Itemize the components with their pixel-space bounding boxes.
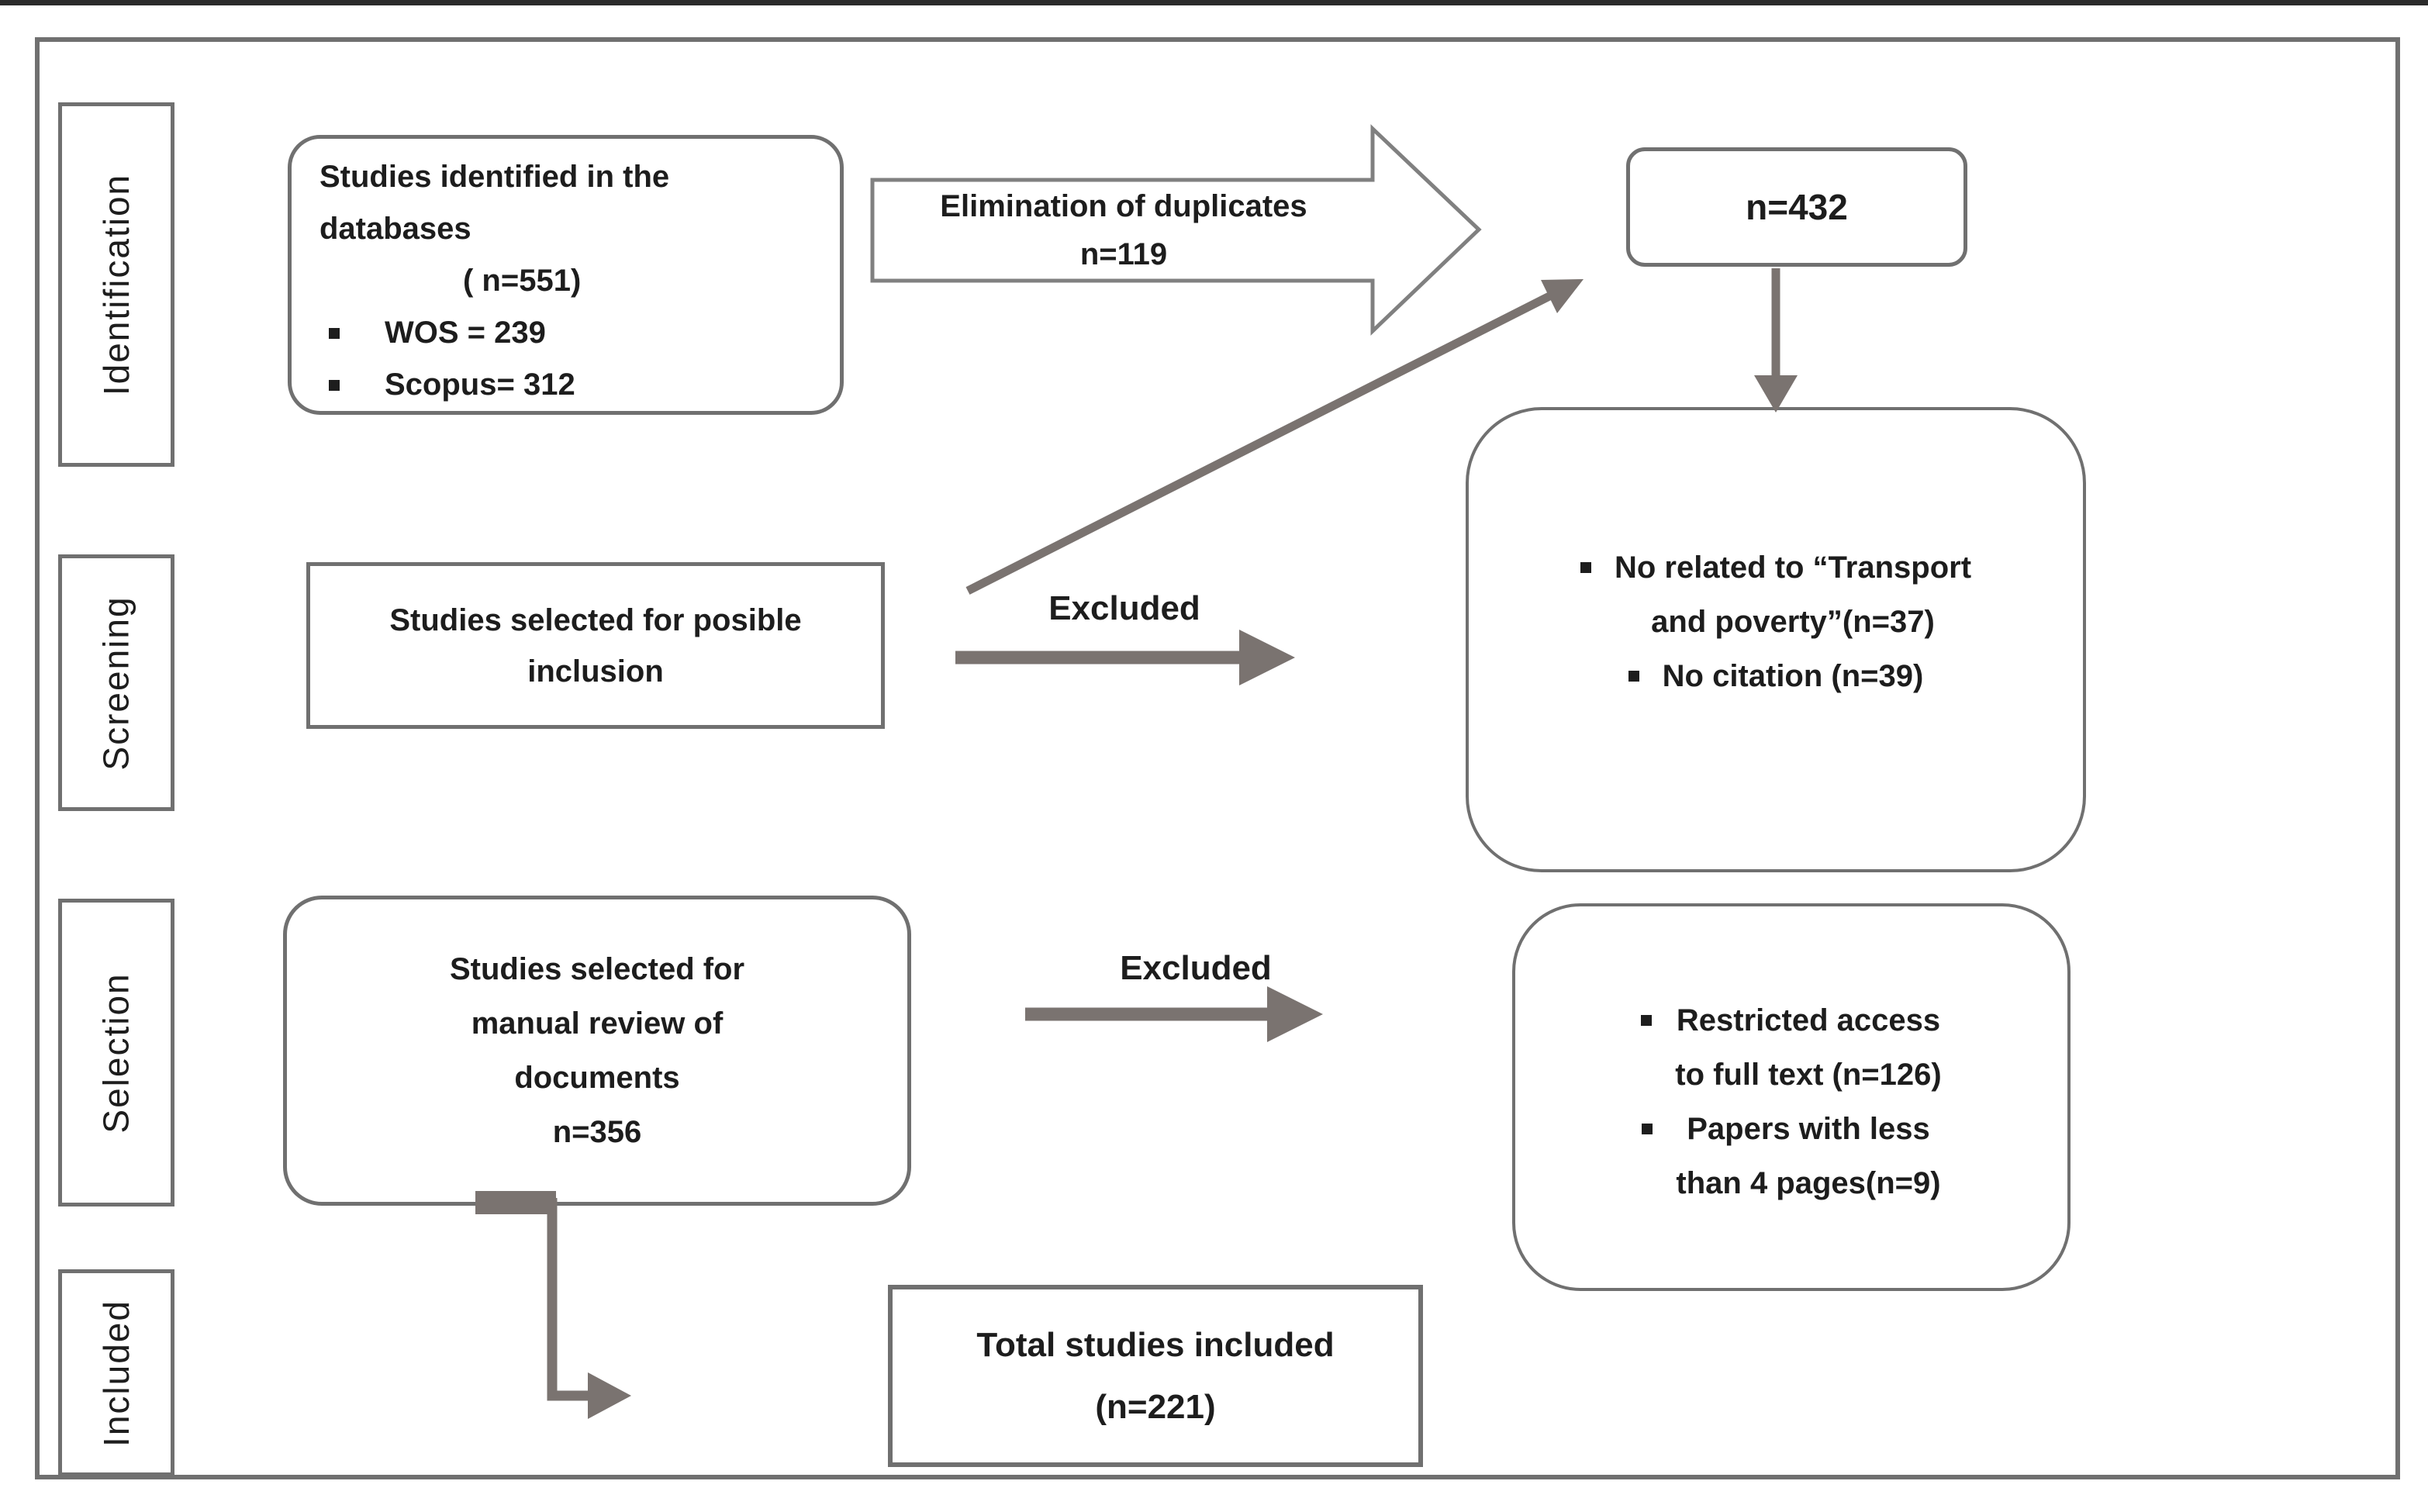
excluded-reason-2-line-2: than 4 pages(n=9) — [1676, 1166, 1941, 1200]
manual-review-line-4: n=356 — [552, 1115, 642, 1149]
stage-label-text: Screening — [96, 595, 137, 771]
manual-review-line-3: documents — [514, 1061, 680, 1095]
duplicates-arrow-label: Elimination of duplicates n=119 — [872, 178, 1375, 281]
total-included-line-1: Total studies included — [976, 1325, 1335, 1364]
identified-line-1: Studies identified in the — [319, 160, 670, 194]
stage-label-text: Included — [96, 1299, 137, 1447]
bullet-marker — [329, 327, 340, 339]
excluded-reason-1: Restricted access to full text (n=126) — [1675, 993, 1941, 1102]
bullet-marker — [1580, 562, 1591, 573]
bullet-marker — [1628, 671, 1639, 682]
excluded-reason-1: No related to “Transport and poverty”(n=… — [1615, 540, 1971, 649]
excluded-reason-1-line-2: to full text (n=126) — [1675, 1058, 1942, 1092]
bullet-marker — [1642, 1124, 1653, 1134]
screening-selected-box: Studies selected for posible inclusion — [306, 562, 885, 729]
excluded-reason-2: Papers with less than 4 pages(n=9) — [1676, 1102, 1940, 1210]
excluded-reason-2-line-1: Papers with less — [1687, 1112, 1930, 1146]
total-included-line-2: (n=221) — [1095, 1387, 1216, 1426]
after-duplicates-count-box: n=432 — [1626, 147, 1967, 267]
duplicates-arrow-line-1: Elimination of duplicates — [940, 188, 1307, 223]
identified-bullet-row: WOS = 239 — [319, 307, 826, 359]
identified-line-2: databases — [319, 212, 471, 246]
manual-review-line-2: manual review of — [471, 1006, 724, 1041]
stage-label-screening: Screening — [58, 554, 174, 811]
excluded-reason-row: No citation (n=39) — [1469, 649, 2083, 703]
identified-count: ( n=551) — [463, 264, 582, 298]
identified-bullet-scopus: Scopus= 312 — [385, 368, 575, 402]
studies-identified-box: Studies identified in the databases ( n=… — [288, 135, 844, 415]
stage-label-included: Included — [58, 1269, 174, 1476]
identified-bullet-wos: WOS = 239 — [385, 316, 546, 350]
excluded-reason-row: Restricted access to full text (n=126) — [1515, 993, 2067, 1102]
selection-excluded-label: Excluded — [1120, 949, 1272, 987]
excluded-reason-1-line-1: Restricted access — [1676, 1003, 1941, 1037]
manual-review-box: Studies selected for manual review of do… — [283, 896, 911, 1206]
stage-label-text: Selection — [96, 972, 137, 1134]
after-duplicates-count: n=432 — [1746, 187, 1848, 227]
screening-excluded-label: Excluded — [1048, 589, 1200, 627]
screening-line-2: inclusion — [527, 654, 664, 689]
stage-label-identification: Identification — [58, 102, 174, 467]
total-included-box: Total studies included (n=221) — [888, 1285, 1423, 1467]
stage-label-selection: Selection — [58, 899, 174, 1206]
excluded-reason-row: No related to “Transport and poverty”(n=… — [1469, 540, 2083, 649]
manual-review-line-1: Studies selected for — [449, 952, 745, 986]
page-top-rule — [0, 0, 2428, 5]
identified-bullet-row: Scopus= 312 — [319, 359, 826, 411]
screening-line-1: Studies selected for posible — [389, 602, 802, 637]
selection-excluded-reasons-box: Restricted access to full text (n=126) P… — [1512, 903, 2071, 1291]
excluded-reason-2: No citation (n=39) — [1662, 659, 1924, 693]
excluded-reason-row: Papers with less than 4 pages(n=9) — [1515, 1102, 2067, 1210]
excluded-reason-1-line-2: and poverty”(n=37) — [1651, 605, 1935, 639]
screening-excluded-reasons-box: No related to “Transport and poverty”(n=… — [1466, 407, 2086, 872]
stage-label-text: Identification — [96, 173, 136, 396]
duplicates-arrow-line-2: n=119 — [1079, 236, 1168, 271]
bullet-marker — [1641, 1015, 1653, 1026]
bullet-marker — [329, 379, 340, 391]
excluded-reason-1-line-1: No related to “Transport — [1614, 551, 1972, 585]
